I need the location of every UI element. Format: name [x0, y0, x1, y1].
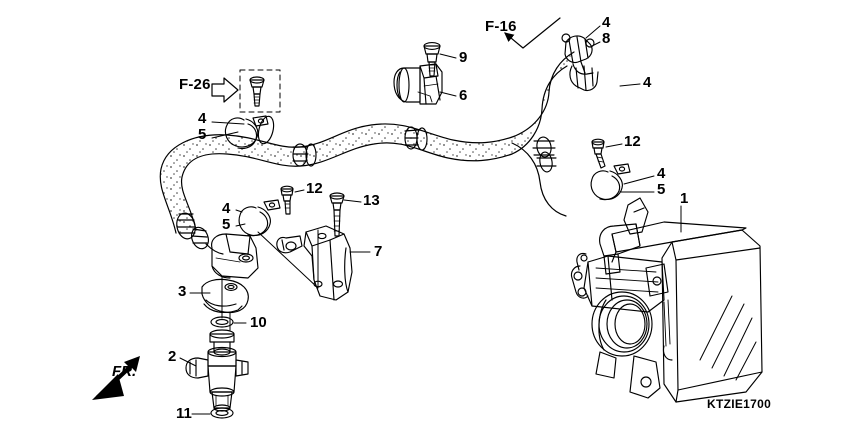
hose-top-connector [561, 33, 599, 92]
callout-11[interactable]: 11 [176, 405, 192, 422]
f16-leader [504, 17, 561, 49]
callout-5-right[interactable]: 5 [657, 181, 666, 198]
hose-clamp-f26 [224, 115, 275, 150]
fuel-rail-body [211, 233, 259, 279]
callout-leaders [179, 25, 682, 415]
fuel-hose-stay-bracket [276, 225, 353, 301]
hose-clamp-right [590, 163, 631, 201]
callout-9[interactable]: 9 [459, 49, 468, 66]
fuel-hose-to-throttle [511, 142, 567, 217]
section-ref-f16[interactable]: F-16 [485, 18, 517, 35]
callout-6[interactable]: 6 [459, 87, 468, 104]
fuel-injector [185, 329, 249, 412]
hose-coupling-left [176, 212, 224, 255]
diagram-code: KTZIE1700 [707, 397, 772, 411]
clamp-bolt-12-right [591, 138, 606, 169]
hose-coupling-right [532, 136, 557, 173]
callout-8[interactable]: 8 [602, 30, 611, 47]
callout-7[interactable]: 7 [374, 243, 383, 260]
flange-bolt-9 [423, 42, 441, 77]
injector-cover [201, 278, 249, 314]
clamp-bolt-12-left [280, 185, 294, 215]
callout-13[interactable]: 13 [363, 192, 380, 209]
fuel-hose-left [159, 123, 516, 234]
section-ref-f26[interactable]: F-26 [179, 76, 211, 93]
callout-1[interactable]: 1 [680, 190, 689, 207]
callout-4-midleft[interactable]: 4 [222, 200, 231, 217]
fuel-hose-right [511, 51, 575, 155]
front-direction-label: FR. [112, 363, 137, 380]
callout-2[interactable]: 2 [168, 348, 177, 365]
f26-dashed-box [239, 69, 281, 113]
callout-12-left[interactable]: 12 [306, 180, 323, 197]
f26-arrow [211, 77, 239, 103]
callout-4-top[interactable]: 4 [602, 14, 611, 31]
callout-4-hose[interactable]: 4 [643, 74, 652, 91]
throttle-body-assembly [570, 197, 763, 403]
flange-bolt-f26 [249, 76, 265, 107]
o-ring-lower [210, 407, 234, 419]
callout-5-midleft[interactable]: 5 [222, 216, 231, 233]
callout-5-f26[interactable]: 5 [198, 126, 207, 143]
callout-3[interactable]: 3 [178, 283, 187, 300]
front-direction-arrow [92, 356, 140, 400]
hose-clamp-midleft [238, 199, 281, 237]
callout-4-f26[interactable]: 4 [198, 110, 207, 127]
hose-coupling-mid [404, 126, 428, 151]
hose-coupling-midleft [292, 143, 317, 167]
callout-4-right[interactable]: 4 [657, 165, 666, 182]
callout-10[interactable]: 10 [250, 314, 267, 331]
callout-12-right[interactable]: 12 [624, 133, 641, 150]
bracket-bolt-13 [329, 192, 345, 237]
